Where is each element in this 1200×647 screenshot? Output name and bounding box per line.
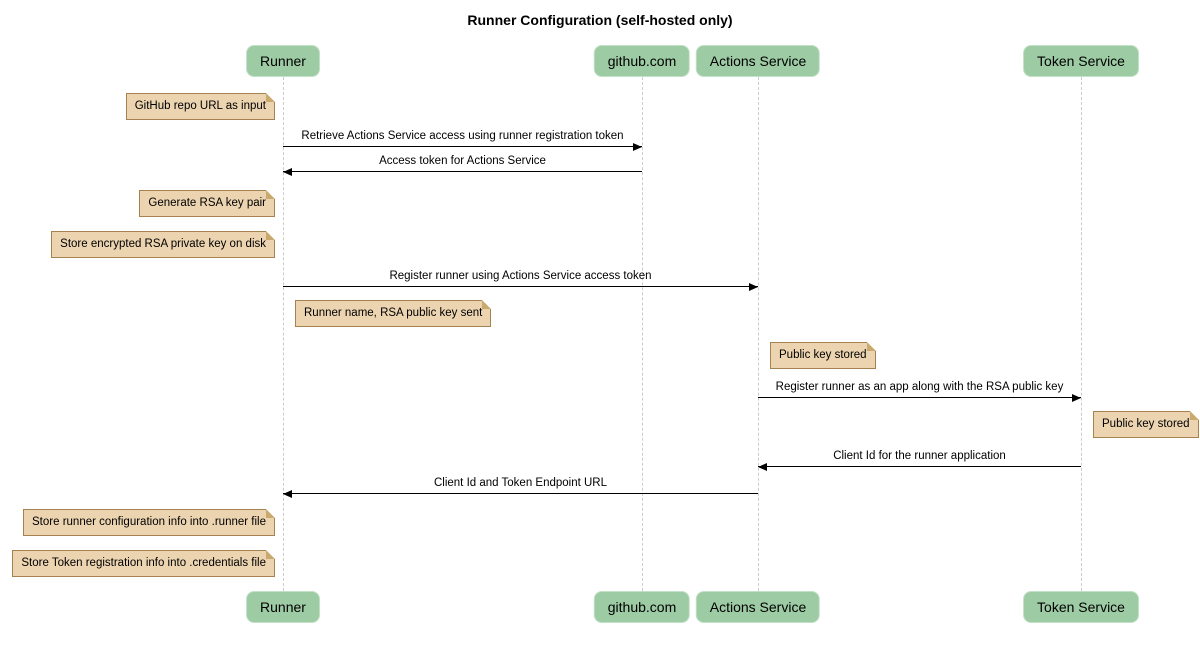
note: GitHub repo URL as input (125, 93, 276, 120)
message-arrowhead (749, 283, 758, 291)
actor-box-bottom: github.com (593, 591, 691, 623)
lifeline (758, 77, 759, 591)
message-label: Access token for Actions Service (379, 155, 546, 167)
actor-box-bottom: Token Service (1023, 591, 1139, 623)
lifeline (1081, 77, 1082, 591)
note: Store runner configuration info into .ru… (23, 509, 275, 536)
message-arrowhead (1072, 394, 1081, 402)
message-line (758, 466, 1081, 467)
note: Public key stored (1093, 411, 1199, 438)
actor-box-top: github.com (593, 45, 691, 77)
message-line (283, 493, 758, 494)
note: Store Token registration info into .cred… (12, 550, 275, 577)
message-label: Register runner using Actions Service ac… (389, 270, 652, 282)
lifeline (642, 77, 643, 591)
actor-box-top: Runner (246, 45, 320, 77)
message-label: Register runner as an app along with the… (775, 381, 1064, 393)
note: Public key stored (770, 342, 876, 369)
actor-box-top: Token Service (1023, 45, 1139, 77)
actor-box-bottom: Actions Service (695, 591, 821, 623)
note: Generate RSA key pair (139, 190, 275, 217)
message-arrowhead (283, 490, 292, 498)
message-label: Retrieve Actions Service access using ru… (301, 130, 624, 142)
message-arrowhead (758, 463, 767, 471)
message-line (283, 171, 642, 172)
actor-box-top: Actions Service (695, 45, 821, 77)
message-label: Client Id and Token Endpoint URL (433, 477, 608, 489)
message-arrowhead (283, 168, 292, 176)
message-label: Client Id for the runner application (833, 450, 1006, 462)
message-line (283, 146, 642, 147)
diagram-title: Runner Configuration (self-hosted only) (467, 12, 733, 28)
message-line (758, 397, 1081, 398)
lifeline (283, 77, 284, 591)
message-arrowhead (633, 143, 642, 151)
note: Runner name, RSA public key sent (295, 300, 492, 327)
actor-box-bottom: Runner (246, 591, 320, 623)
message-line (283, 286, 758, 287)
note: Store encrypted RSA private key on disk (51, 231, 275, 258)
